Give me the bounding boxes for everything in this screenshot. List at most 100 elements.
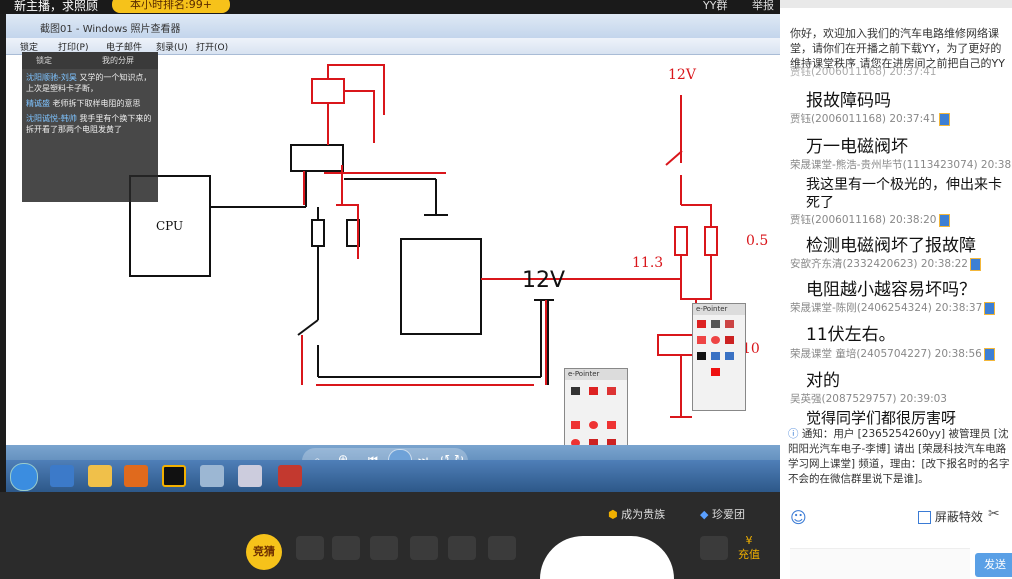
toolbar-burn[interactable]: 刻录(U) bbox=[156, 43, 188, 53]
resistor-a bbox=[311, 219, 325, 247]
chat-message: 报故障码吗 bbox=[806, 91, 891, 111]
chat-input[interactable] bbox=[790, 548, 970, 579]
report-link[interactable]: 举报 bbox=[752, 0, 774, 12]
marker-tool-icon[interactable] bbox=[589, 387, 598, 395]
media-player-icon[interactable] bbox=[124, 465, 148, 487]
chat-message: 检测电磁阀坏了报故障 bbox=[806, 236, 976, 256]
scissors-icon[interactable]: ✂ bbox=[988, 506, 1000, 522]
right-relay-coil bbox=[657, 334, 695, 356]
text-b-tool-icon[interactable] bbox=[607, 439, 616, 447]
vip-badge-icon bbox=[983, 347, 995, 361]
ellipse-tool-icon[interactable] bbox=[711, 336, 720, 344]
marker-tool-icon[interactable] bbox=[711, 320, 720, 328]
live-bottom-strip: ⬢ 成为贵族 ◆ 珍爱团 竞猜 ¥充值 bbox=[0, 492, 780, 579]
chat-message: 电阻越小越容易坏吗？ bbox=[806, 280, 976, 300]
chat-meta: 安歆齐东清(2332420623) 20:38:22 bbox=[790, 256, 981, 271]
relay-coil bbox=[311, 78, 345, 104]
color-black-icon[interactable] bbox=[697, 352, 706, 360]
rect-tool-icon[interactable] bbox=[697, 336, 706, 344]
eraser-tool-icon[interactable] bbox=[725, 320, 734, 328]
chat-message: 万一电磁阀坏 bbox=[806, 137, 908, 157]
car-logo-image bbox=[540, 536, 674, 579]
gift-item-icon[interactable] bbox=[410, 536, 438, 560]
gift-item-icon[interactable] bbox=[332, 536, 360, 560]
overlay-split-button[interactable]: 我的分屏 bbox=[102, 56, 134, 65]
ellipse-tool-icon[interactable] bbox=[589, 421, 598, 429]
start-button-icon[interactable] bbox=[10, 463, 38, 491]
streamer-tagline: 新主播，求照顾 bbox=[14, 0, 99, 13]
toolbar-open[interactable]: 打开(O) bbox=[196, 43, 229, 53]
live-top-bar: 新主播，求照顾 本小时排名:99+ YY群 举报 bbox=[0, 0, 780, 14]
gift-item-icon[interactable] bbox=[448, 536, 476, 560]
vip-badge-icon bbox=[984, 301, 996, 315]
overlay-message: 精诚盛 老师拆下取样电阻的意思 bbox=[26, 99, 141, 108]
guardian-button[interactable]: ⬢ 成为贵族 bbox=[608, 508, 666, 521]
treasure-group-button[interactable]: ◆ 珍爱团 bbox=[700, 508, 745, 521]
label-05: 0.5 bbox=[746, 233, 768, 249]
viewer-title: 截图01 - Windows 照片查看器 bbox=[40, 24, 181, 35]
send-button[interactable]: 发送 bbox=[975, 553, 1012, 577]
text-tool-icon[interactable] bbox=[725, 336, 734, 344]
cpu-label: CPU bbox=[156, 219, 183, 233]
chat-meta: 荣晟课堂 童培(2405704227) 20:38:56 bbox=[790, 346, 995, 361]
yy-app-icon[interactable] bbox=[162, 465, 186, 487]
pen-tool-icon[interactable] bbox=[571, 387, 580, 395]
label-113: 11.3 bbox=[632, 255, 663, 271]
fill-ellipse-tool-icon[interactable] bbox=[571, 439, 580, 447]
text-a-tool-icon[interactable] bbox=[589, 439, 598, 447]
actual-size-icon[interactable]: ⊕ bbox=[338, 452, 349, 466]
yy-group-link[interactable]: YY群 bbox=[703, 0, 728, 12]
overlay-bar: 锁定 我的分屏 bbox=[22, 52, 158, 69]
circuit-diagram: CPU 12V 12V 11.3 0.5 10 bbox=[129, 64, 768, 418]
chat-meta: 荣晟课堂-陈刚(2406254324) 20:38:37 bbox=[790, 300, 996, 315]
toolbar-print[interactable]: 打印(P) bbox=[58, 43, 89, 53]
vip-badge-icon bbox=[970, 257, 981, 271]
recharge-button[interactable]: ¥充值 bbox=[738, 534, 760, 561]
window-app-icon[interactable] bbox=[200, 465, 224, 487]
overlay-lock-button[interactable]: 锁定 bbox=[36, 56, 52, 65]
vip-badge-icon bbox=[938, 112, 950, 126]
coin-icon: ¥ bbox=[745, 534, 753, 547]
screen-tool-icon[interactable] bbox=[711, 352, 720, 360]
eraser-tool-icon[interactable] bbox=[607, 387, 616, 395]
checkbox-icon[interactable] bbox=[918, 511, 931, 524]
guess-button[interactable]: 竞猜 bbox=[246, 534, 282, 570]
crown-icon: ⬢ bbox=[608, 508, 622, 521]
vip-badge-icon bbox=[938, 213, 950, 227]
pen-tool-icon[interactable] bbox=[697, 320, 706, 328]
toolbar-lock[interactable]: 锁定 bbox=[20, 43, 39, 53]
toolbar-email[interactable]: 电子邮件 bbox=[106, 43, 143, 53]
gift-item-icon[interactable] bbox=[700, 536, 728, 560]
chat-meta: 贾钰(2006011168) 20:37:41 bbox=[790, 111, 950, 126]
previous-icon[interactable]: ⏮ bbox=[368, 453, 378, 467]
chat-message: 觉得同学们都很厉害呀 bbox=[806, 409, 957, 427]
welcome-notice: 你好，欢迎加入我们的汽车电路维修网络课堂，请你们在开播之前下载YY，为了更好的维… bbox=[790, 27, 1005, 70]
explorer-icon[interactable] bbox=[88, 465, 112, 487]
gift-item-icon[interactable] bbox=[488, 536, 516, 560]
gift-item-icon[interactable] bbox=[296, 536, 324, 560]
current-color-swatch[interactable] bbox=[711, 368, 720, 376]
rotate-cw-icon[interactable]: ↻ bbox=[454, 452, 465, 466]
chat-panel: 你好，欢迎加入我们的汽车电路维修网络课堂，请你们在开播之前下载YY，为了更好的维… bbox=[780, 0, 1012, 579]
chat-meta: 贾钰(2006011168) 20:37:41 bbox=[790, 66, 937, 78]
epointer-title: e-Pointer bbox=[693, 304, 745, 315]
label-10: 10 bbox=[742, 341, 760, 357]
fill-rect-tool-icon[interactable] bbox=[607, 421, 616, 429]
rotate-ccw-icon[interactable]: ↺ bbox=[440, 452, 451, 466]
emoji-icon[interactable]: ☺ bbox=[790, 508, 807, 527]
epointer-app-icon[interactable] bbox=[278, 465, 302, 487]
voltage-12v-mid: 12V bbox=[522, 268, 565, 293]
chat-message: 对的 bbox=[806, 371, 840, 391]
zoom-tool-icon[interactable] bbox=[725, 352, 734, 360]
system-notice: ⓘ 通知：用户 [2365254260yy] 被管理员 [沈阳阳光汽车电子-李博… bbox=[788, 428, 1010, 485]
ie-icon[interactable] bbox=[50, 465, 74, 487]
overlay-message: 沈阳顺驰-刘昊 又学的一个知识点，上次是塑料卡子断， bbox=[26, 73, 152, 93]
next-icon[interactable]: ⏭ bbox=[418, 453, 428, 467]
module-box bbox=[400, 238, 482, 335]
gift-item-icon[interactable] bbox=[370, 536, 398, 560]
doc-app-icon[interactable] bbox=[238, 465, 262, 487]
hourly-rank-badge[interactable]: 本小时排名:99+ bbox=[112, 0, 230, 13]
diamond-icon: ◆ bbox=[700, 508, 712, 521]
rect-tool-icon[interactable] bbox=[571, 421, 580, 429]
shield-effects-toggle[interactable]: 屏蔽特效 bbox=[918, 508, 983, 525]
